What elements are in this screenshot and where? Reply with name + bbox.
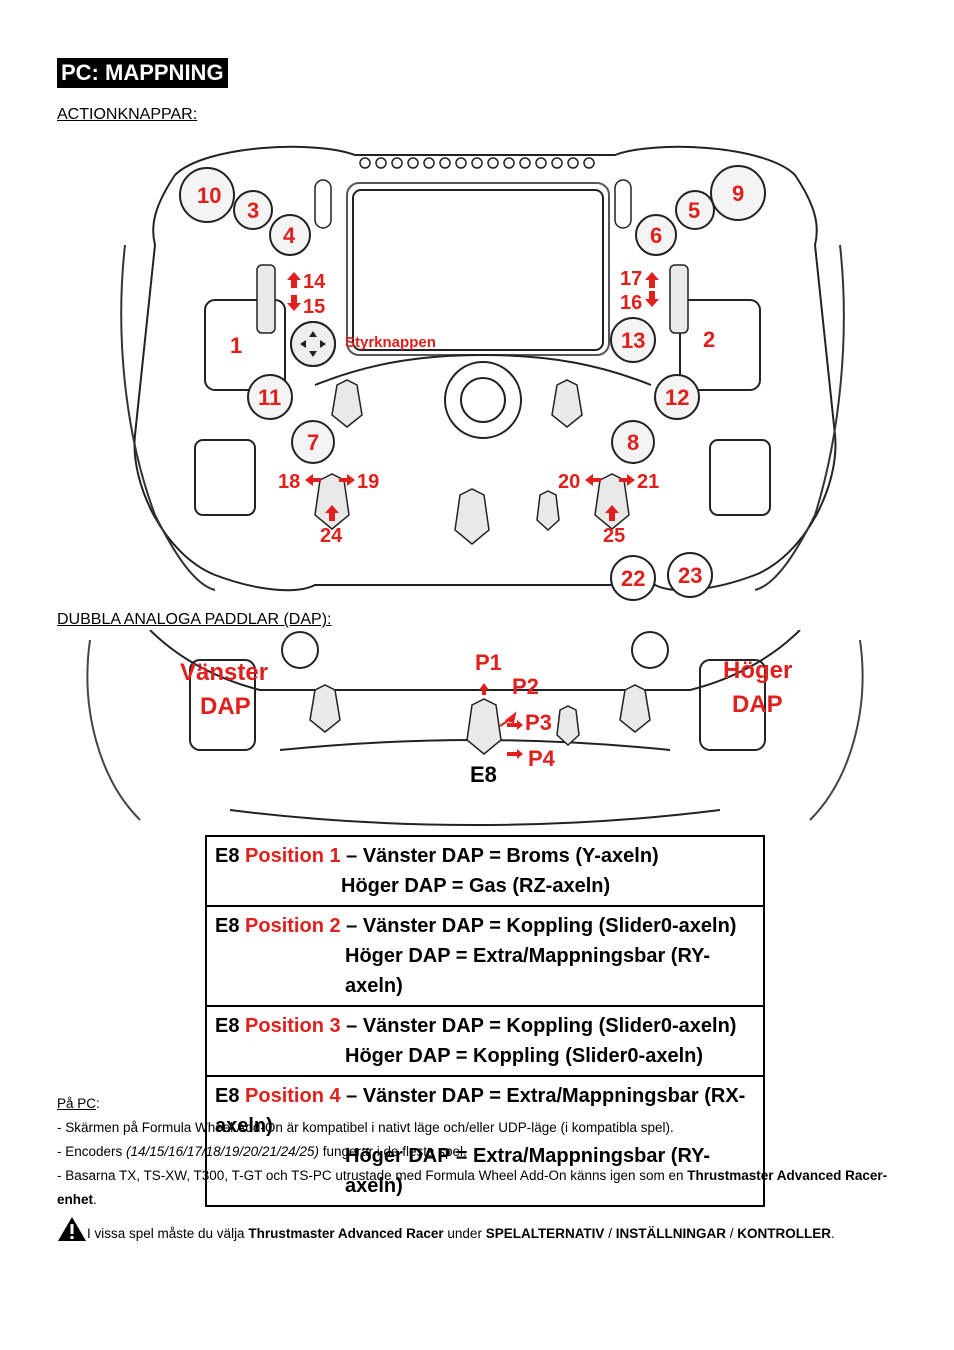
page-title: PC: MAPPNING — [57, 58, 228, 88]
mapping-table: E8 Position 1 – Vänster DAP = Broms (Y-a… — [205, 835, 765, 1207]
wheel-diagram: 10 3 4 9 5 6 1 2 11 12 7 8 13 22 23 Styr… — [120, 145, 845, 601]
button-label: 5 — [688, 198, 700, 223]
button-label: 10 — [197, 183, 221, 208]
table-row: E8 Position 4 – Vänster DAP = Extra/Mapp… — [207, 1077, 763, 1207]
encoder-label: 14 — [303, 271, 326, 293]
button-label: 22 — [621, 566, 645, 591]
table-row: E8 Position 1 – Vänster DAP = Broms (Y-a… — [207, 837, 763, 907]
button-label: 7 — [307, 430, 319, 455]
dap-right-label: DAP — [732, 691, 783, 718]
section-dap: DUBBLA ANALOGA PADDLAR (DAP): — [57, 611, 332, 628]
button-label: 6 — [650, 223, 662, 248]
button-label: 1 — [230, 333, 242, 358]
button-label: 11 — [258, 385, 281, 410]
encoder-label: 19 — [357, 471, 379, 493]
notes: På PC: - Skärmen på Formula Wheel Add-On… — [57, 1096, 888, 1207]
button-label: 12 — [665, 385, 689, 410]
encoder-label: 15 — [303, 296, 325, 318]
position-label: P4 — [528, 746, 556, 771]
dap-left-label: Vänster — [180, 659, 268, 686]
warning-note: I vissa spel måste du välja Thrustmaster… — [57, 1216, 835, 1242]
button-label: 13 — [621, 328, 645, 353]
table-row: E8 Position 2 – Vänster DAP = Koppling (… — [207, 907, 763, 1007]
section-action-buttons: ACTIONKNAPPAR: — [57, 106, 198, 123]
table-row: E8 Position 3 – Vänster DAP = Koppling (… — [207, 1007, 763, 1077]
button-label: 3 — [247, 198, 259, 223]
dap-right-label: Höger — [723, 657, 792, 684]
encoder-label: 25 — [603, 525, 625, 547]
encoder-label: 20 — [558, 471, 580, 493]
button-label: 9 — [732, 181, 744, 206]
warning-icon — [58, 1217, 86, 1241]
dpad-label: Styrknappen — [345, 334, 436, 351]
position-label: P1 — [475, 650, 502, 675]
e8-label: E8 — [470, 762, 497, 787]
encoder-label: 17 — [620, 268, 642, 290]
encoder-label: 24 — [320, 525, 343, 547]
position-label: P2 — [512, 674, 539, 699]
dap-left-label: DAP — [200, 693, 251, 720]
button-label: 4 — [283, 223, 296, 248]
encoder-label: 16 — [620, 292, 642, 314]
encoder-label: 21 — [637, 471, 659, 493]
position-label: P3 — [525, 710, 552, 735]
encoder-label: 18 — [278, 471, 300, 493]
button-label: 2 — [703, 327, 715, 352]
button-label: 23 — [678, 563, 702, 588]
dap-diagram: Vänster DAP Höger DAP P1 P2 P3 P4 E8 — [86, 630, 864, 827]
button-label: 8 — [627, 430, 639, 455]
dpad — [290, 321, 336, 367]
